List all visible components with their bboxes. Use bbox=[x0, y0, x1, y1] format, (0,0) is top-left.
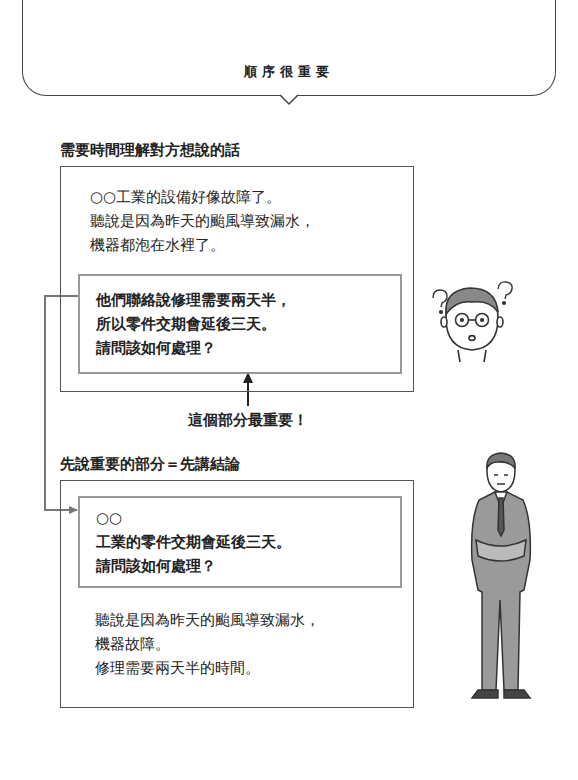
key-point-box: 他們聯絡說修理需要兩天半， 所以零件交期會延後三天。 請問該如何處理？ bbox=[78, 274, 402, 374]
body-text: 聽說是因為昨天的颱風導致漏水， 機器故障。 修理需要兩天半的時間。 bbox=[95, 608, 320, 680]
leader-arrow bbox=[247, 374, 249, 406]
key-point-text: ○○工業的零件交期會延後三天。 請問該如何處理？ bbox=[96, 506, 291, 578]
section-heading: 先說重要的部分＝先講結論 bbox=[60, 454, 240, 474]
key-point-box: ○○工業的零件交期會延後三天。 請問該如何處理？ bbox=[78, 496, 402, 588]
key-point-text: 他們聯絡說修理需要兩天半， 所以零件交期會延後三天。 請問該如何處理？ bbox=[96, 288, 291, 360]
section-heading: 需要時間理解對方想說的話 bbox=[60, 140, 240, 160]
example-box: 先說重要的部分＝先講結論○○工業的零件交期會延後三天。 請問該如何處理？聽說是因… bbox=[60, 480, 414, 708]
body-text: ○○工業的設備好像故障了。 聽說是因為昨天的颱風導致漏水， 機器都泡在水裡了。 bbox=[90, 185, 315, 257]
title-text: 順序很重要 bbox=[23, 63, 555, 81]
example-box: 需要時間理解對方想說的話○○工業的設備好像故障了。 聽說是因為昨天的颱風導致漏水… bbox=[60, 166, 414, 392]
bracket-connector bbox=[45, 296, 78, 510]
confused-person bbox=[433, 282, 512, 362]
note-label: 這個部分最重要！ bbox=[148, 410, 348, 430]
title-bubble: 順序很重要 bbox=[22, 0, 556, 96]
confident-person bbox=[472, 453, 531, 698]
